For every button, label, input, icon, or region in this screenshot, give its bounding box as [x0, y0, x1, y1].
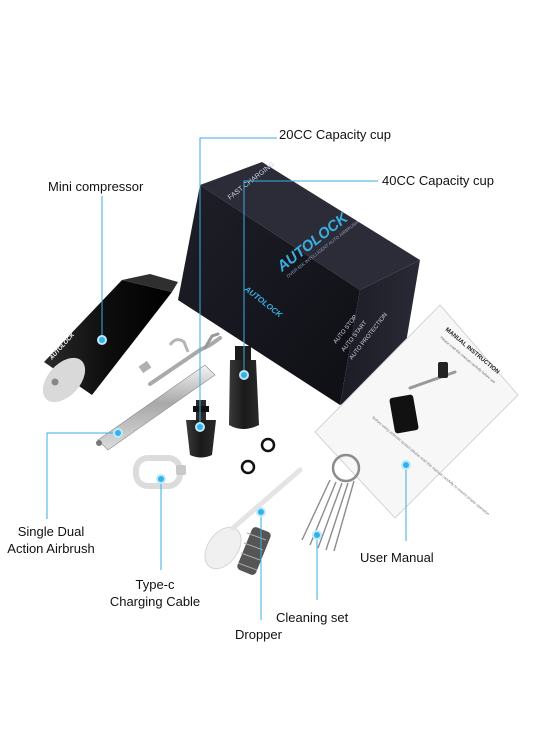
- cup-20cc: [186, 400, 216, 458]
- label-cable-line2: Charging Cable: [109, 594, 201, 609]
- manual-cup-image: [438, 362, 448, 378]
- label-dropper: Dropper: [235, 627, 282, 642]
- manual-compressor-image: [389, 394, 419, 434]
- label-cable-line1: Type-c: [135, 577, 175, 592]
- label-mini-compressor: Mini compressor: [48, 179, 144, 194]
- o-ring-2: [240, 459, 256, 475]
- airbrush: [96, 332, 222, 451]
- o-ring-1: [260, 437, 276, 453]
- dropper: [204, 467, 303, 570]
- label-type-c-cable: Type-c Charging Cable: [96, 576, 214, 610]
- label-40cc-cup: 40CC Capacity cup: [382, 173, 494, 188]
- cup-40cc: [229, 346, 259, 429]
- cleaning-set: [237, 453, 361, 575]
- label-user-manual: User Manual: [360, 550, 434, 565]
- label-20cc-cup: 20CC Capacity cup: [279, 127, 391, 142]
- label-airbrush-line1: Single Dual: [17, 524, 85, 539]
- label-cleaning-set: Cleaning set: [276, 610, 349, 625]
- label-airbrush-line2: Action Airbrush: [7, 541, 95, 556]
- callout-lines: [46, 137, 407, 620]
- callout-dots: [97, 335, 411, 540]
- usb-port-icon: [51, 378, 59, 386]
- compressor-end-cap: [42, 357, 86, 403]
- type-c-cable: [133, 455, 186, 489]
- label-airbrush: Single Dual Action Airbrush: [0, 523, 102, 557]
